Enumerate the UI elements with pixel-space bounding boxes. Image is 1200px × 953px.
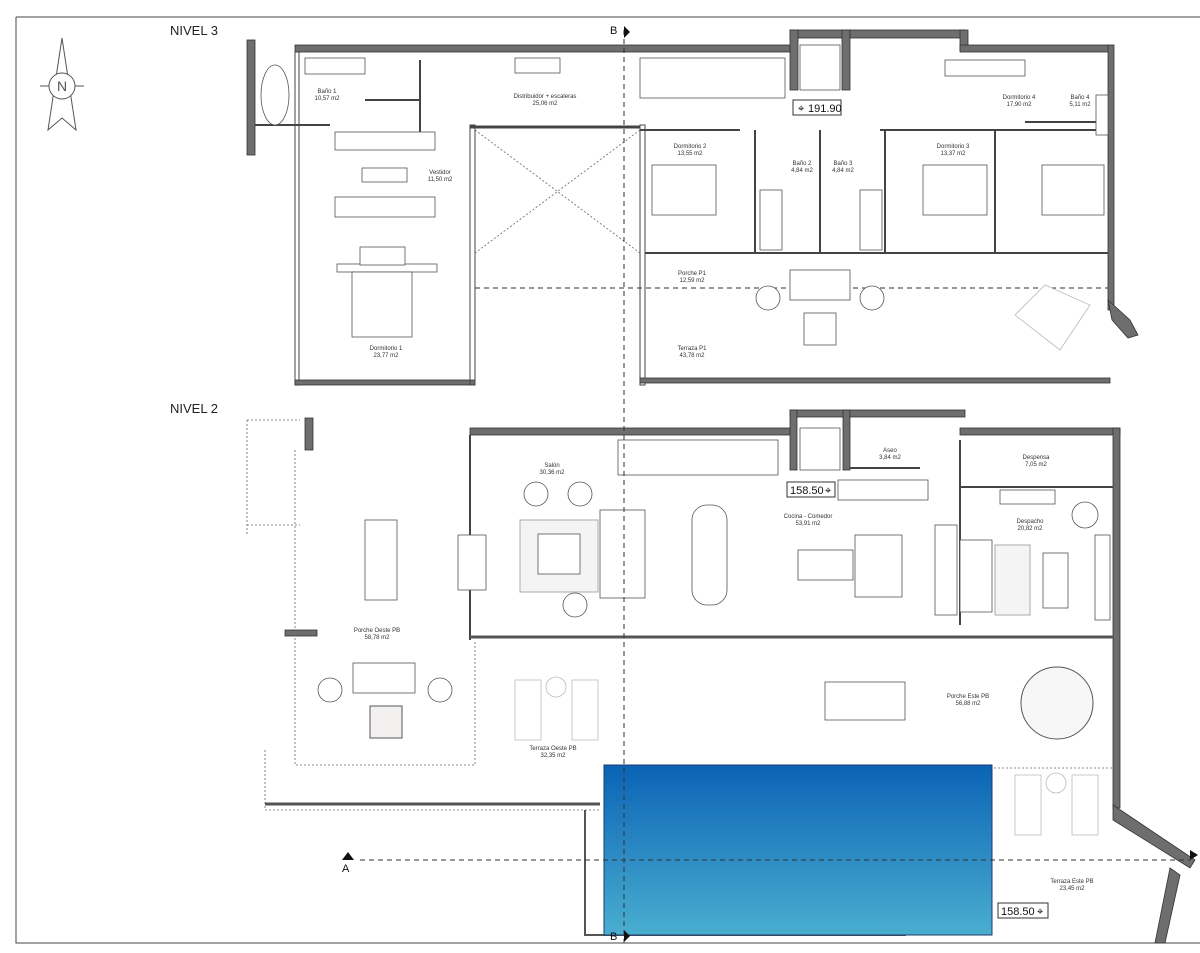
svg-text:Dormitorio 3: Dormitorio 3 [937,144,970,150]
room-label: Baño 24,84 m2 [791,161,813,174]
svg-text:4,84 m2: 4,84 m2 [832,168,854,174]
svg-text:158.50: 158.50 [1001,906,1035,918]
swimming-pool [603,764,993,936]
upper-furniture [260,57,1109,351]
room-label: Baño 110,57 m2 [314,89,340,102]
svg-text:191.90: 191.90 [808,103,842,115]
svg-text:Vestidor: Vestidor [429,170,451,176]
svg-text:Porche Este PB: Porche Este PB [947,694,989,700]
svg-text:Baño 4: Baño 4 [1070,95,1090,101]
svg-text:Despensa: Despensa [1022,455,1050,461]
svg-text:3,84 m2: 3,84 m2 [879,455,901,461]
svg-text:Baño 3: Baño 3 [833,161,853,167]
svg-text:25,06 m2: 25,06 m2 [532,101,558,107]
svg-text:17,90 m2: 17,90 m2 [1006,102,1032,108]
north-label: N [57,78,67,94]
svg-text:12,59 m2: 12,59 m2 [679,278,705,284]
svg-text:32,35 m2: 32,35 m2 [540,753,566,759]
lower-furniture [317,479,1111,836]
section-arrow-icon [624,930,630,942]
room-label: Dormitorio 213,55 m2 [674,144,707,157]
svg-text:Dormitorio 1: Dormitorio 1 [370,346,403,352]
svg-text:5,11 m2: 5,11 m2 [1069,102,1091,108]
svg-text:Dormitorio 4: Dormitorio 4 [1003,95,1036,101]
north-arrow-icon: N [40,37,84,132]
svg-text:13,55 m2: 13,55 m2 [677,151,703,157]
svg-text:20,82 m2: 20,82 m2 [1017,526,1043,532]
svg-text:Aseo: Aseo [883,448,897,454]
level-mark-upper: ⌖ 191.90 [792,99,842,116]
svg-text:13,37 m2: 13,37 m2 [940,151,966,157]
svg-text:7,05 m2: 7,05 m2 [1025,462,1047,468]
svg-text:30,36 m2: 30,36 m2 [539,470,565,476]
section-mark-a: A [342,863,350,875]
svg-text:Despacho: Despacho [1016,519,1044,525]
sheet-frame [15,16,1200,944]
stair-void [474,44,841,254]
svg-text:Cocina - Comedor: Cocina - Comedor [784,514,833,520]
svg-text:158.50: 158.50 [790,485,824,497]
svg-text:Distribuidor + escaleras: Distribuidor + escaleras [514,94,577,100]
svg-text:56,88 m2: 56,88 m2 [955,701,981,707]
section-arrow-icon [342,852,354,860]
room-label: Dormitorio 313,37 m2 [937,144,970,157]
section-mark-b-bottom: B [610,931,617,943]
svg-text:4,84 m2: 4,84 m2 [791,168,813,174]
svg-text:58,78 m2: 58,78 m2 [364,635,390,641]
svg-text:Porche P1: Porche P1 [678,271,707,277]
upper-walls [246,29,1139,386]
room-label: Baño 45,11 m2 [1069,95,1091,108]
svg-text:Baño 1: Baño 1 [317,89,337,95]
level-title-lower: NIVEL 2 [170,401,218,416]
svg-text:Terraza Este PB: Terraza Este PB [1050,879,1093,885]
svg-text:11,50 m2: 11,50 m2 [428,177,453,183]
section-mark-b-top: B [610,25,617,37]
room-label: Baño 34,84 m2 [832,161,854,174]
level-mark-lower: 158.50 ⌖ [786,481,836,498]
svg-text:Terraza Oeste PB: Terraza Oeste PB [529,746,576,752]
stair-lower [617,427,841,476]
svg-text:43,78 m2: 43,78 m2 [679,353,705,359]
upper-room-labels: Baño 110,57 m2 Distribuidor + escaleras2… [314,89,1091,359]
svg-text:10,57 m2: 10,57 m2 [314,96,340,102]
svg-text:23,45 m2: 23,45 m2 [1059,886,1085,892]
section-arrow-icon [1190,850,1198,860]
svg-text:53,91 m2: 53,91 m2 [795,521,821,527]
svg-text:Baño 2: Baño 2 [792,161,812,167]
room-label: Dormitorio 417,90 m2 [1003,95,1036,108]
room-label: Dormitorio 123,77 m2 [370,346,403,359]
level-title-upper: NIVEL 3 [170,23,218,38]
level-mark-pool: 158.50 ⌖ [997,902,1049,919]
svg-text:Terraza P1: Terraza P1 [677,346,707,352]
section-arrow-icon [624,26,630,38]
svg-text:23,77 m2: 23,77 m2 [373,353,399,359]
level-mark-icon: ⌖ [825,485,831,497]
svg-text:Salón: Salón [544,463,559,469]
svg-text:Dormitorio 2: Dormitorio 2 [674,144,707,150]
svg-text:Porche Oeste PB: Porche Oeste PB [354,628,400,634]
level-mark-icon: ⌖ [798,103,804,115]
level-mark-icon: ⌖ [1037,906,1043,918]
